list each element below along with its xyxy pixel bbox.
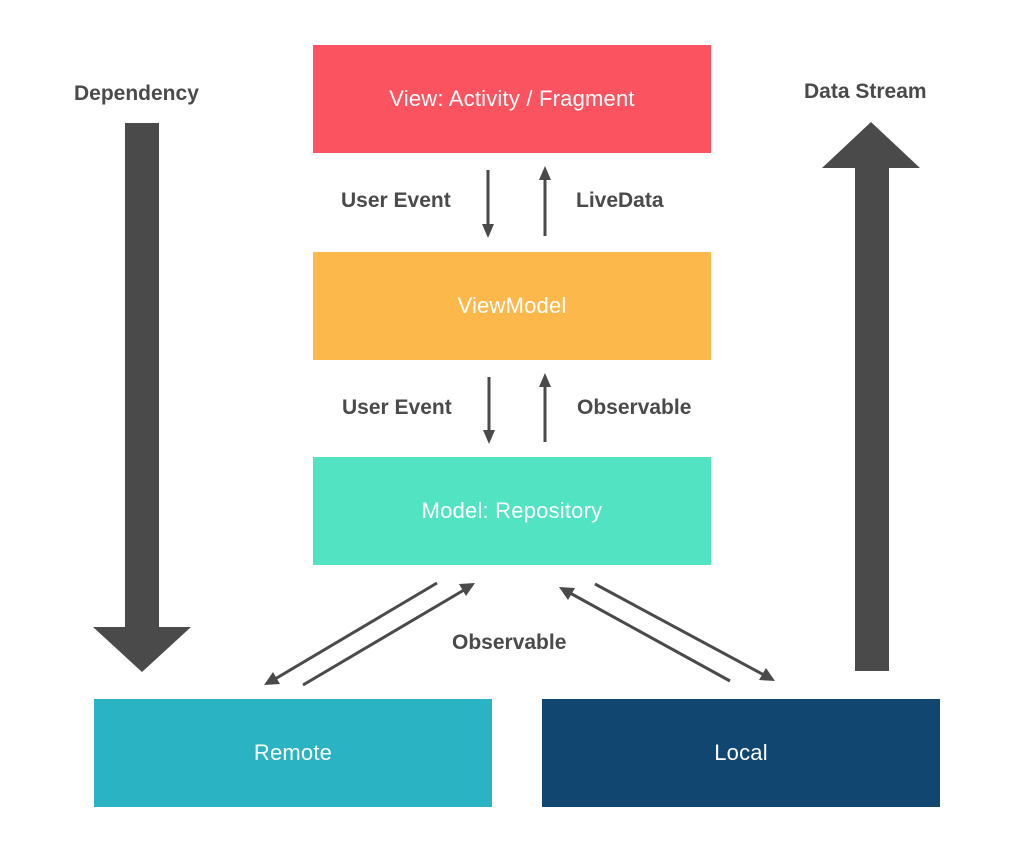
dependency-arrow-icon xyxy=(93,123,191,672)
data-stream-label: Data Stream xyxy=(804,80,927,103)
observable-label-middle: Observable xyxy=(577,396,692,419)
local-box: Local xyxy=(542,699,940,807)
local-box-label: Local xyxy=(714,740,768,765)
model-to-viewmodel-arrow-icon xyxy=(539,373,551,442)
view-box: View: Activity / Fragment xyxy=(313,45,711,153)
user-event-label-middle: User Event xyxy=(342,396,452,419)
remote-to-model-arrow-icon xyxy=(302,583,475,687)
livedata-label: LiveData xyxy=(576,189,664,212)
view-to-viewmodel-arrow-icon xyxy=(482,170,494,238)
view-box-label: View: Activity / Fragment xyxy=(389,86,635,111)
remote-box: Remote xyxy=(94,699,492,807)
data-stream-arrow-icon xyxy=(822,122,920,671)
viewmodel-box: ViewModel xyxy=(313,252,711,360)
dependency-label: Dependency xyxy=(74,82,199,105)
model-to-remote-arrow-icon xyxy=(264,581,438,685)
model-box: Model: Repository xyxy=(313,457,711,565)
viewmodel-to-model-arrow-icon xyxy=(483,377,495,444)
viewmodel-to-view-arrow-icon xyxy=(539,166,551,236)
viewmodel-box-label: ViewModel xyxy=(457,293,567,318)
observable-label-bottom: Observable xyxy=(452,631,567,654)
remote-box-label: Remote xyxy=(253,740,333,765)
model-box-label: Model: Repository xyxy=(421,498,603,523)
model-to-local-arrow-icon xyxy=(594,582,775,681)
user-event-label-top: User Event xyxy=(341,189,451,212)
local-to-model-arrow-icon xyxy=(559,587,731,683)
